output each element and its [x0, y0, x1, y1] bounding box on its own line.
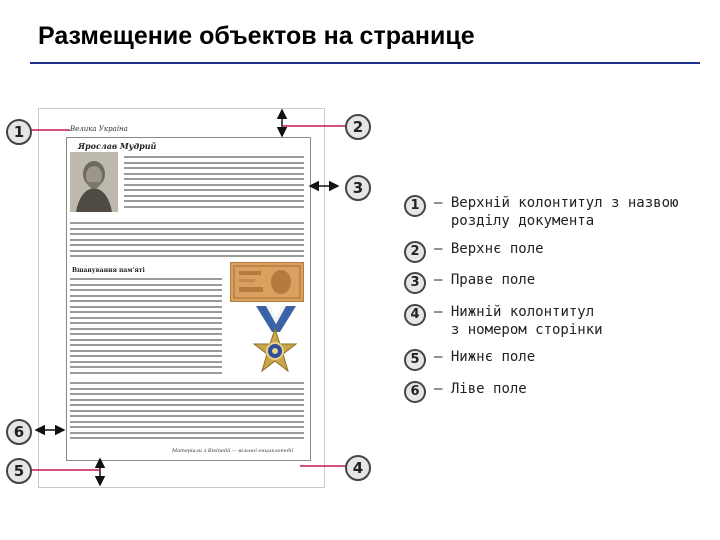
marker-2: 2	[345, 114, 371, 140]
legend-item-3: 3 – Праве поле	[404, 272, 426, 294]
legend-text: – Праве поле	[434, 271, 535, 289]
legend-number: 3	[404, 272, 426, 294]
legend-item-2: 2 – Верхнє поле	[404, 241, 426, 263]
legend-text: – Нижнє поле	[434, 348, 535, 366]
legend-text: – Ліве поле	[434, 380, 527, 398]
legend-text: – Верхнє поле	[434, 240, 544, 258]
legend-number: 2	[404, 241, 426, 263]
marker-3: 3	[345, 175, 371, 201]
marker-5: 5	[6, 458, 32, 484]
legend-text: – Нижній колонтитул з номером сторінки	[434, 303, 603, 339]
marker-4: 4	[345, 455, 371, 481]
legend-number: 4	[404, 304, 426, 326]
legend-item-5: 5 – Нижнє поле	[404, 349, 426, 371]
marker-6: 6	[6, 419, 32, 445]
legend-number: 1	[404, 195, 426, 217]
marker-1: 1	[6, 119, 32, 145]
legend-number: 5	[404, 349, 426, 371]
legend-item-1: 1 – Верхній колонтитул з назвою розділу …	[404, 195, 426, 217]
legend-text: – Верхній колонтитул з назвою розділу до…	[434, 194, 678, 230]
legend-number: 6	[404, 381, 426, 403]
legend-item-4: 4 – Нижній колонтитул з номером сторінки	[404, 304, 426, 326]
legend-item-6: 6 – Ліве поле	[404, 381, 426, 403]
